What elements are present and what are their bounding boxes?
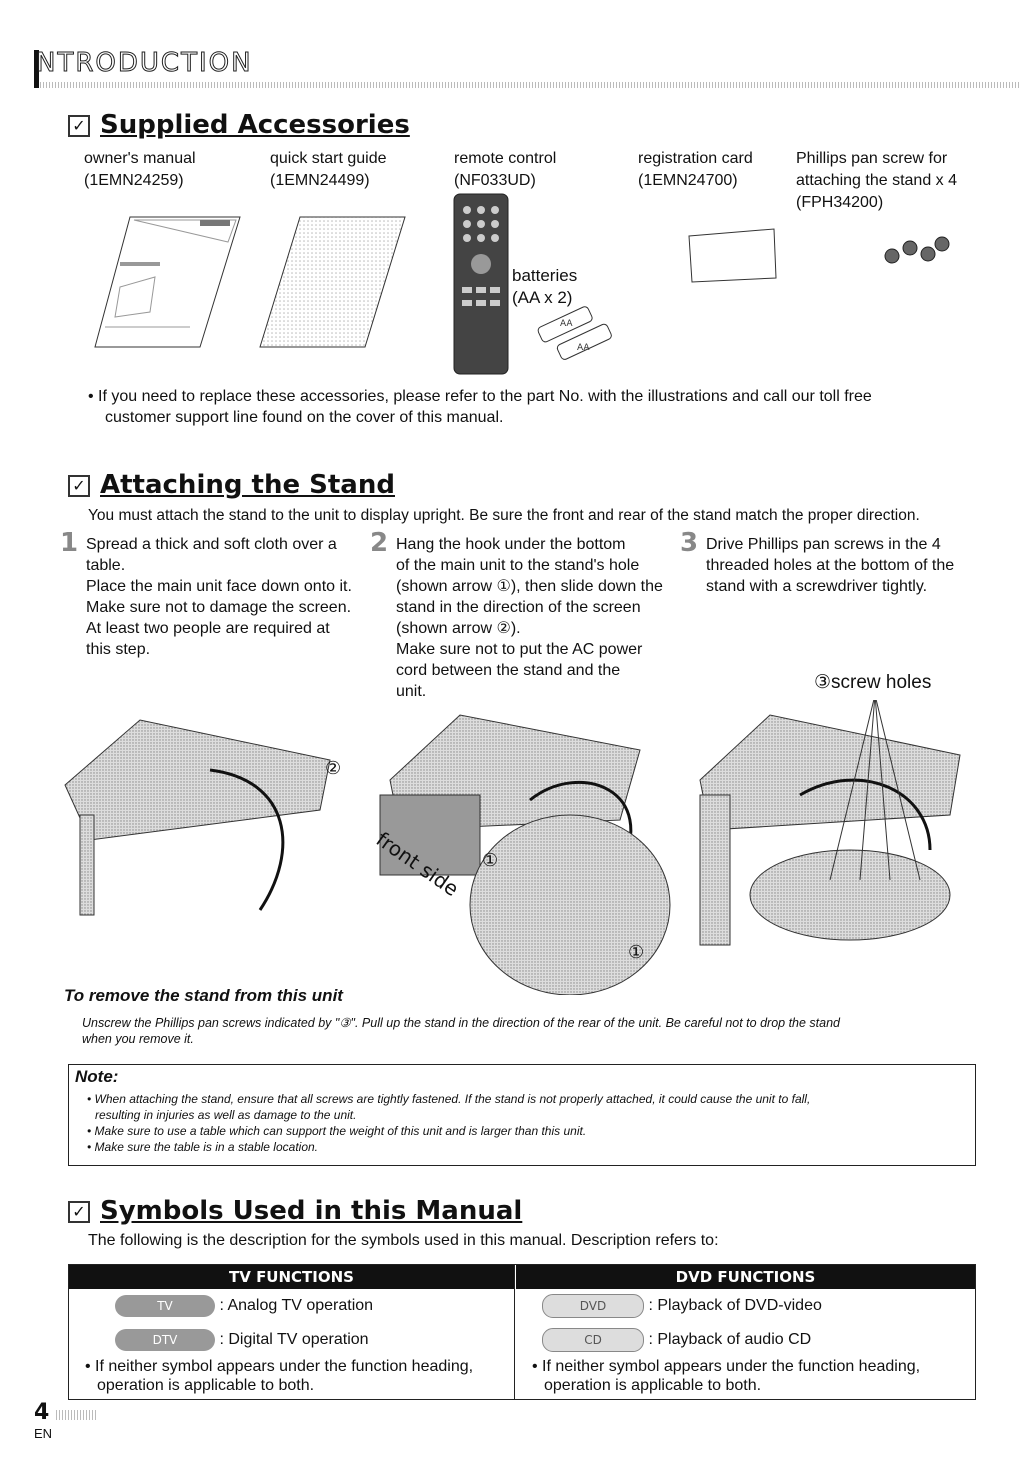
section-title: NTRODUCTION — [36, 48, 253, 79]
arrow-1-label-lower: ① — [628, 942, 645, 963]
battery-label-2: AA — [577, 343, 590, 353]
note-items: • When attaching the stand, ensure that … — [87, 1092, 811, 1154]
arrow-1-label: ① — [482, 850, 499, 871]
symbols-table: TV FUNCTIONS TV : Analog TV operation DT… — [68, 1264, 976, 1400]
batteries-label: batteries(AA x 2) — [512, 266, 578, 307]
page-number-bar — [56, 1410, 96, 1420]
screw-holes-label: ③screw holes — [814, 672, 932, 693]
cd-icon: CD — [542, 1327, 644, 1352]
tv-functions-column: TV FUNCTIONS TV : Analog TV operation DT… — [69, 1265, 515, 1399]
cd-row: CD : Playback of audio CD — [516, 1323, 975, 1357]
step-2-number: 2 — [370, 528, 389, 558]
symbols-heading: ✓Symbols Used in this Manual — [68, 1196, 522, 1226]
dtv-icon: DTV — [115, 1328, 215, 1351]
supplied-heading: ✓Supplied Accessories — [68, 110, 410, 140]
dtv-row: DTV : Digital TV operation — [69, 1323, 514, 1357]
tv-row: TV : Analog TV operation — [69, 1289, 514, 1323]
arrow-2-label: ② — [325, 758, 342, 779]
header-rule — [40, 82, 1020, 88]
stand-illustration — [64, 700, 961, 995]
header-bar — [34, 50, 39, 88]
remove-heading: To remove the stand from this unit — [64, 986, 343, 1005]
battery-icon: AA AA — [537, 306, 612, 360]
checkbox-icon: ✓ — [68, 1201, 90, 1223]
battery-label-1: AA — [560, 319, 573, 329]
dvd-icon: DVD — [542, 1293, 644, 1318]
tv-functions-header: TV FUNCTIONS — [69, 1265, 514, 1289]
checkbox-icon: ✓ — [68, 475, 90, 497]
accessory-registration-card: registration card(1EMN24700) — [638, 150, 753, 189]
registration-card-icon — [688, 228, 777, 283]
note-title: Note: — [75, 1067, 119, 1086]
accessories-note: • If you need to replace these accessori… — [88, 388, 872, 426]
page-number: 4 — [34, 1400, 50, 1425]
step-1-number: 1 — [60, 528, 79, 558]
accessory-owners-manual: owner's manual(1EMN24259) — [84, 150, 196, 189]
tv-foot: • If neither symbol appears under the fu… — [85, 1358, 474, 1394]
stand-heading: ✓Attaching the Stand — [68, 470, 395, 500]
dvd-foot: • If neither symbol appears under the fu… — [532, 1358, 921, 1394]
remove-text: Unscrew the Phillips pan screws indicate… — [82, 1016, 841, 1046]
dvd-row: DVD : Playback of DVD-video — [516, 1289, 975, 1323]
step-3-number: 3 — [680, 528, 699, 558]
stand-intro: You must attach the stand to the unit to… — [88, 507, 920, 524]
accessory-remote: remote control(NF033UD) — [454, 150, 557, 189]
symbols-intro: The following is the description for the… — [88, 1232, 719, 1249]
owners-manual-icon — [94, 216, 241, 348]
remote-control-icon — [453, 193, 509, 375]
screw-icon — [884, 236, 950, 264]
language-label: EN — [34, 1426, 53, 1441]
quick-start-guide-icon — [259, 216, 406, 348]
accessory-quick-start: quick start guide(1EMN24499) — [270, 150, 387, 189]
checkbox-icon: ✓ — [68, 115, 90, 137]
tv-icon: TV — [115, 1294, 215, 1317]
dvd-functions-header: DVD FUNCTIONS — [516, 1265, 975, 1289]
note-box: Note: • When attaching the stand, ensure… — [68, 1064, 976, 1166]
dvd-functions-column: DVD FUNCTIONS DVD : Playback of DVD-vide… — [516, 1265, 975, 1399]
